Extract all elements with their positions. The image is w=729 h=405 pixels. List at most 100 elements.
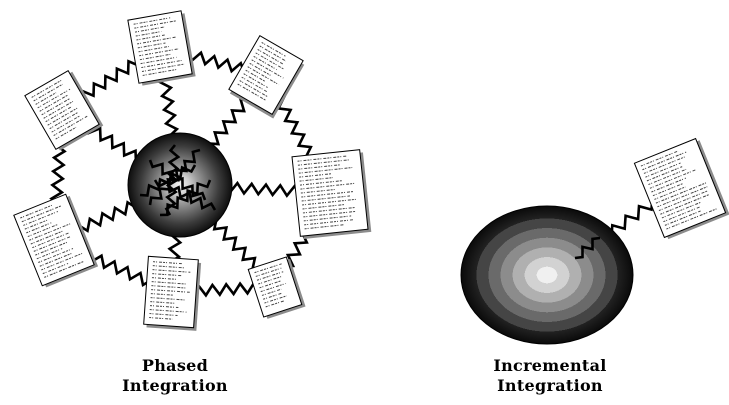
page-text-line (149, 305, 179, 309)
page-text-line (237, 83, 267, 101)
page-text-line (150, 293, 174, 296)
page-text-line (661, 201, 701, 219)
page-text-line (151, 281, 186, 285)
page-sheet (228, 34, 304, 116)
page-text-line (29, 222, 72, 241)
page-text-line (265, 300, 285, 308)
page-bottom (143, 255, 202, 331)
integration-sphere-small (127, 132, 233, 238)
page-text-line (254, 263, 282, 274)
page-text-line (41, 98, 70, 116)
page-text-line (255, 52, 285, 70)
page-text-line (642, 151, 687, 171)
page-text-line (149, 309, 187, 313)
page-text-line (652, 183, 683, 197)
page-text-line (660, 194, 709, 215)
page-text-line (298, 164, 340, 170)
page-text-line (53, 115, 88, 137)
page-top (127, 10, 196, 86)
page-text-line (42, 262, 69, 275)
page-text-line (643, 156, 686, 174)
page-text-line (243, 73, 268, 88)
page-text-line (152, 269, 191, 273)
page-text-line (239, 80, 268, 97)
page-text-line (249, 62, 271, 76)
page-text-line (136, 34, 165, 41)
page-text-line (646, 166, 683, 182)
page-text-line (245, 69, 266, 82)
page-text-line (49, 111, 79, 130)
integration-sphere-large (460, 205, 634, 345)
page-sheet (13, 193, 95, 287)
page-text-line (264, 295, 287, 304)
page-text-line (37, 88, 71, 109)
page-sheet (127, 10, 193, 84)
page-text-line (51, 115, 80, 133)
page-text-line (648, 168, 687, 186)
page-text-line (303, 215, 352, 222)
page-text-line (253, 55, 277, 71)
page-text-line (39, 252, 73, 267)
page-text-line (30, 230, 64, 245)
inner-connector (148, 148, 201, 206)
page-text-line (663, 206, 701, 223)
page-text-line (261, 42, 286, 57)
page-text-line (27, 224, 58, 238)
page-text-line (151, 289, 190, 293)
page-text-line (654, 186, 686, 200)
incremental-integration-diagram (460, 137, 729, 345)
page-text-line (649, 169, 696, 189)
page-text-line (26, 222, 52, 234)
page-text-line (299, 177, 333, 182)
page-text-line (297, 155, 347, 162)
page-text-line (137, 36, 176, 45)
page-text-line (263, 292, 282, 300)
page-text-line (35, 92, 57, 105)
page-incoming (633, 137, 729, 240)
page-text-line (300, 188, 335, 194)
page-text-line (657, 186, 708, 208)
page-text-line (133, 17, 171, 25)
inner-connector (153, 179, 217, 211)
page-text-line (256, 271, 284, 281)
page-right (291, 149, 372, 240)
page-bottom-right (247, 256, 306, 319)
page-text-line (303, 210, 356, 218)
phased-caption-line2: Integration (122, 376, 228, 395)
page-text-line (255, 267, 282, 277)
page-sheet (291, 149, 369, 237)
page-text-line (301, 195, 350, 202)
page-text-line (300, 182, 355, 190)
page-left (13, 193, 99, 288)
page-text-line (38, 248, 74, 263)
page-text-line (150, 297, 186, 301)
page-text-line (261, 288, 282, 296)
page-text-line (651, 177, 687, 193)
page-top-right (228, 34, 305, 119)
page-text-line (640, 150, 679, 167)
page-text-line (20, 204, 53, 219)
page-text-line (39, 94, 69, 112)
page-text-line (299, 180, 343, 186)
page-text-line (666, 207, 719, 230)
page-text-line (304, 224, 345, 230)
page-text-line (258, 275, 283, 285)
phased-integration-caption: Phased Integration (95, 356, 255, 396)
page-sheet (24, 69, 100, 151)
page-text-line (655, 181, 708, 204)
page-text-line (149, 317, 173, 320)
phased-integration-diagram (13, 10, 372, 331)
page-text-line (259, 280, 282, 289)
incremental-integration-caption: Incremental Integration (470, 356, 630, 396)
page-text-line (150, 301, 176, 304)
page-text-line (301, 191, 354, 198)
page-text-line (247, 66, 280, 86)
page-text-line (302, 198, 357, 206)
page-text-line (298, 167, 353, 174)
page-text-line (149, 313, 178, 317)
page-text-line (299, 173, 332, 178)
page-text-line (23, 211, 59, 226)
page-text-line (31, 79, 63, 98)
page-text-line (151, 277, 178, 280)
